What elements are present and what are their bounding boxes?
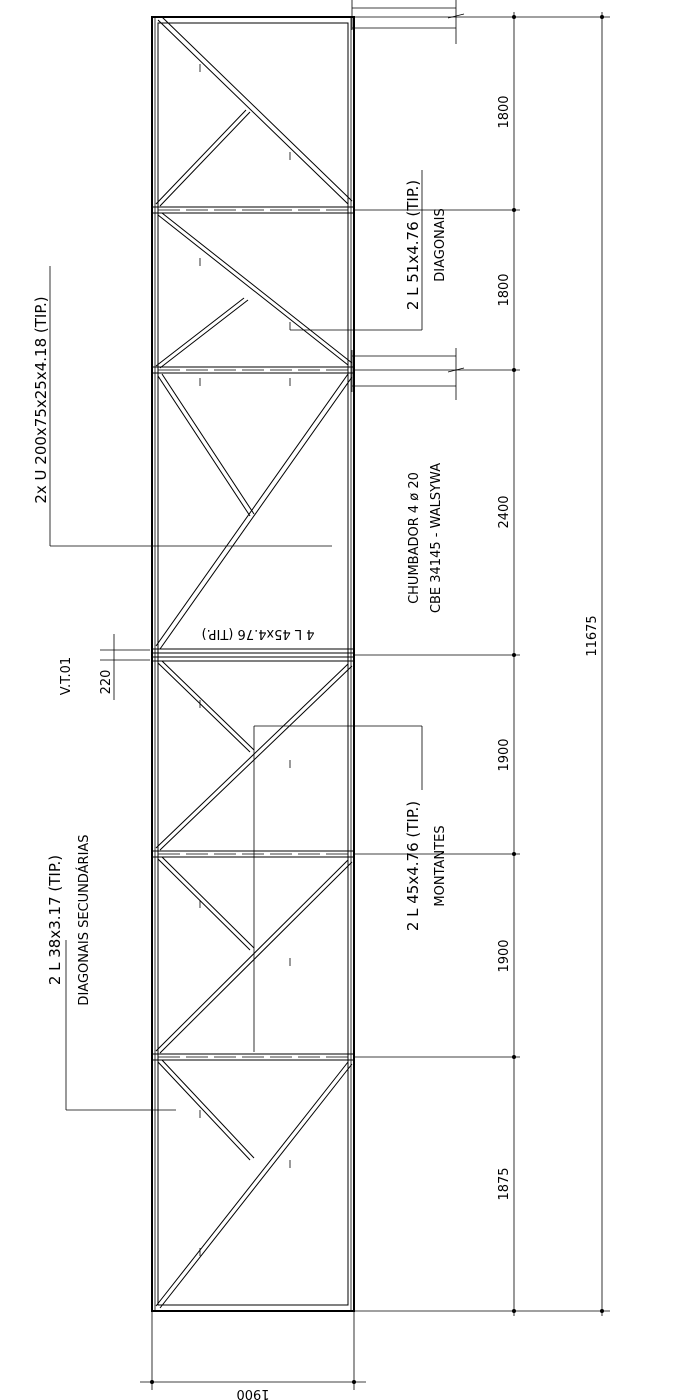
label-montantes-name: MONTANTES	[433, 825, 448, 906]
diagonals	[155, 16, 353, 1309]
right-dimensions	[354, 12, 610, 1316]
label-secondary-name: DIAGONAIS SECUNDÁRIAS	[76, 834, 92, 1005]
inner-chord-outline	[157, 22, 349, 1306]
label-ref-dim: 220	[99, 670, 114, 695]
vertical-4	[152, 850, 354, 858]
bottom-dimension	[140, 1311, 366, 1390]
label-ref: V.T.01	[59, 657, 74, 695]
vertical-5	[152, 1053, 354, 1061]
label-diagonals-name: DIAGONAIS	[433, 208, 448, 282]
dim-width: 1900	[236, 1386, 269, 1400]
dim-panel-3: 2400	[497, 495, 512, 528]
vertical-2	[152, 366, 354, 374]
anchor-detail-mid	[351, 348, 465, 400]
dim-panel-1: 1800	[497, 95, 512, 128]
vertical-center	[152, 648, 354, 662]
gusset-ticks	[199, 64, 291, 1256]
dim-total: 11675	[585, 615, 600, 656]
label-montantes-size: 2 L 45x4.76 (TIP.)	[404, 801, 422, 931]
outer-chord-outline	[151, 16, 355, 1312]
label-center-member: 4 L 45x4.76 (TIP.)	[202, 626, 315, 641]
truss-frame	[151, 16, 355, 1312]
label-anchor-1: CHUMBADOR 4 ø 20	[407, 472, 422, 604]
verticals	[152, 206, 354, 1061]
dim-panel-6: 1875	[497, 1167, 512, 1200]
dim-panel-4: 1900	[497, 738, 512, 771]
anchor-detail-top	[351, 0, 465, 44]
dim-panel-5: 1900	[497, 939, 512, 972]
leaders	[49, 170, 423, 1111]
vertical-1	[152, 206, 354, 214]
label-diagonals-size: 2 L 51x4.76 (TIP.)	[404, 180, 422, 310]
dim-panel-2: 1800	[497, 273, 512, 306]
label-secondary-size: 2 L 38x3.17 (TIP.)	[46, 855, 64, 985]
label-anchor-2: CBE 34145 - WALSYWA	[429, 463, 444, 613]
label-chords: 2x U 200x75x25x4.18 (TIP.)	[32, 296, 50, 503]
